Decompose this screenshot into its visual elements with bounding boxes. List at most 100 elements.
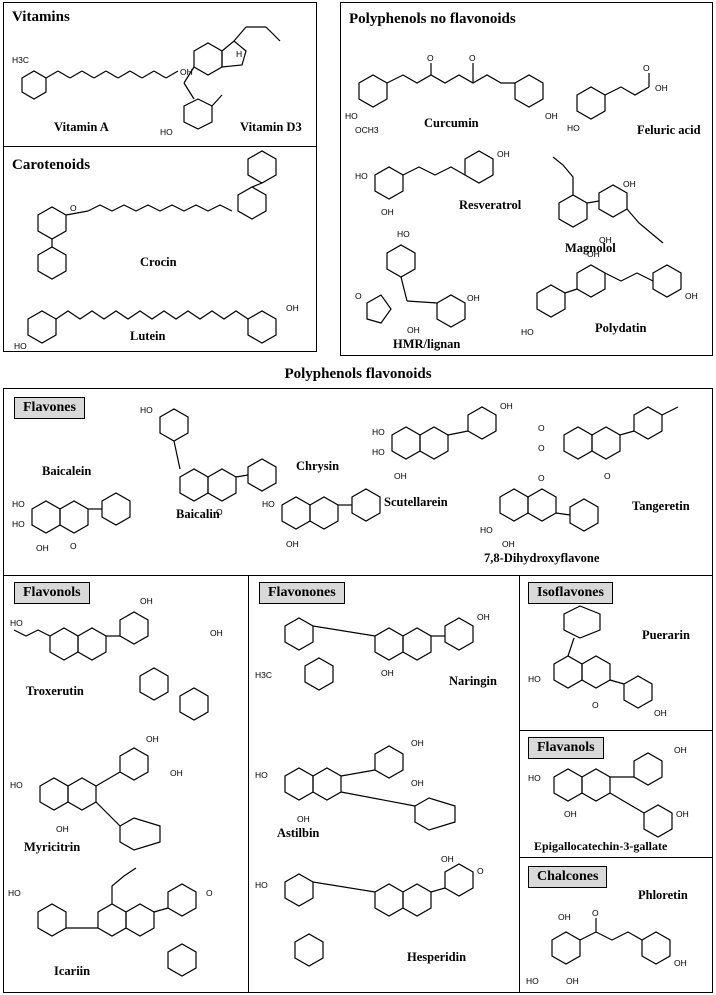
myricitrin-structure: HO OH OH OH [10,734,183,851]
baicalin-o-label: O [216,507,223,517]
polydatin-oh1-label: OH [587,249,600,259]
feluric-oh-label: OH [655,83,668,93]
dhf-oh-label: OH [502,539,515,549]
vitamins-panel: Vitamins H3C OH Vitamin A HO H Vitamin D… [3,2,317,147]
baicalin-structure: HO O [140,405,277,517]
puerarin-ho-label: HO [528,674,541,684]
myricitrin-oh2-label: OH [170,768,183,778]
crocin-structure: O [37,150,277,280]
curcumin-och3-label: OCH3 [355,125,379,135]
flavonols-title: Flavonols [14,582,90,604]
resveratrol-ho1-label: HO [355,171,368,181]
baicalein-oh-label: OH [36,543,49,553]
troxerutin-oh2-label: OH [210,628,223,638]
feluric-o-label: O [643,63,650,73]
hesperidin-ho-label: HO [255,880,268,890]
baicalin-ho-label: HO [140,405,153,415]
egcg-oh2-label: OH [676,809,689,819]
dhf-o-label: O [538,473,545,483]
puerarin-oh-label: OH [654,708,667,718]
isoflavones-panel: Isoflavones HO OH O Puerarin [519,575,713,731]
scutellarein-ho2-label: HO [372,447,385,457]
vitamins-title: Vitamins [12,9,70,25]
resveratrol-structure: HO OH OH [355,149,510,217]
troxerutin-oh1-label: OH [140,596,153,606]
chrysin-label: Chrysin [296,459,340,473]
naringin-h3c-label: H3C [255,670,272,680]
lutein-structure: HO OH [14,303,299,351]
polydatin-oh2-label: OH [685,291,698,301]
icariin-label: Icariin [54,964,91,978]
isoflavones-title: Isoflavones [528,582,613,604]
polydatin-label: Polydatin [595,321,647,335]
crocin-o-label: O [70,203,77,213]
vitamin-d3-label: Vitamin D3 [240,120,302,134]
magnolol-oh1-label: OH [623,179,636,189]
egcg-label: Epigallocatechin-3-gallate [534,839,668,853]
phloretin-o-label: O [592,908,599,918]
troxerutin-label: Troxerutin [26,684,84,698]
hesperidin-o-label: O [477,866,484,876]
hmr-oh2-label: OH [467,293,480,303]
egcg-oh1-label: OH [674,745,687,755]
carotenoids-panel: Carotenoids O Crocin HO OH Lutein [3,146,317,352]
dihydroxyflavone-structure: O HO OH [480,473,599,549]
flavones-title: Flavones [14,397,85,419]
vitamin-a-structure: H3C OH [12,55,193,100]
crocin-label: Crocin [140,255,177,269]
puerarin-o-label: O [592,700,599,710]
hesperidin-structure: OH O HO [255,854,484,967]
baicalin-label: Baicalin [176,507,220,521]
lutein-ho-label: HO [14,341,27,351]
flavanols-title: Flavanols [528,737,604,759]
troxerutin-structure: OH OH HO [10,596,223,721]
astilbin-structure: HO OH OH OH [255,738,456,831]
curcumin-o2-label: O [469,53,476,63]
vitd3-ho-label: HO [160,127,173,137]
hmr-lignan-label: HMR/lignan [393,337,461,351]
dhf-ho-label: HO [480,525,493,535]
scutellarein-oh1-label: OH [500,401,513,411]
curcumin-ho-label: HO [345,111,358,121]
polyphenols-no-flavonoids-panel: Polyphenols no flavonoids O O HO OH OCH3… [340,2,713,356]
magnolol-structure: OH OH [552,156,664,245]
egcg-ho-label: HO [528,773,541,783]
polyphenols-no-flavonoids-title: Polyphenols no flavonoids [349,11,516,27]
lutein-label: Lutein [130,329,166,343]
scutellarein-oh2-label: OH [394,471,407,481]
resveratrol-label: Resveratrol [459,198,522,212]
scutellarein-structure: OH HO HO OH [372,401,513,481]
tangeretin-structure: O O O [538,406,679,481]
myricitrin-oh1-label: OH [146,734,159,744]
feluric-acid-label: Feluric acid [637,123,701,137]
scutellarein-ho1-label: HO [372,427,385,437]
naringin-structure: OH OH H3C [255,612,490,691]
chrysin-structure: HO OH [262,488,381,549]
astilbin-oh3-label: OH [297,814,310,824]
phloretin-oh1-label: OH [558,912,571,922]
naringin-label: Naringin [449,674,497,688]
hesperidin-oh-label: OH [441,854,454,864]
feluric-ho-label: HO [567,123,580,133]
astilbin-label: Astilbin [277,826,320,840]
tangeretin-o3-label: O [604,471,611,481]
hmr-oh3-label: OH [407,325,420,335]
astilbin-oh1-label: OH [411,738,424,748]
hesperidin-label: Hesperidin [407,950,467,964]
polydatin-ho-label: HO [521,327,534,337]
flavonols-panel: Flavonols OH OH HO Troxerutin HO OH OH O… [3,575,249,993]
astilbin-ho-label: HO [255,770,268,780]
baicalein-ho2-label: HO [12,519,25,529]
flavanols-panel: Flavanols HO OH OH OH Epigallocatechin-3… [519,730,713,858]
icariin-o-label: O [206,888,213,898]
resveratrol-oh1-label: OH [381,207,394,217]
dihydroxyflavone-label: 7,8-Dihydroxyflavone [484,551,600,565]
icariin-ho-label: HO [8,888,21,898]
curcumin-structure: O O HO OH OCH3 [345,53,558,135]
troxerutin-ho-label: HO [10,618,23,628]
lutein-oh-label: OH [286,303,299,313]
magnolol-label: Magnolol [565,241,616,255]
phloretin-structure: O OH HO OH OH [526,908,687,986]
vita-ch3-label: H3C [12,55,29,65]
hmr-o-label: O [355,291,362,301]
